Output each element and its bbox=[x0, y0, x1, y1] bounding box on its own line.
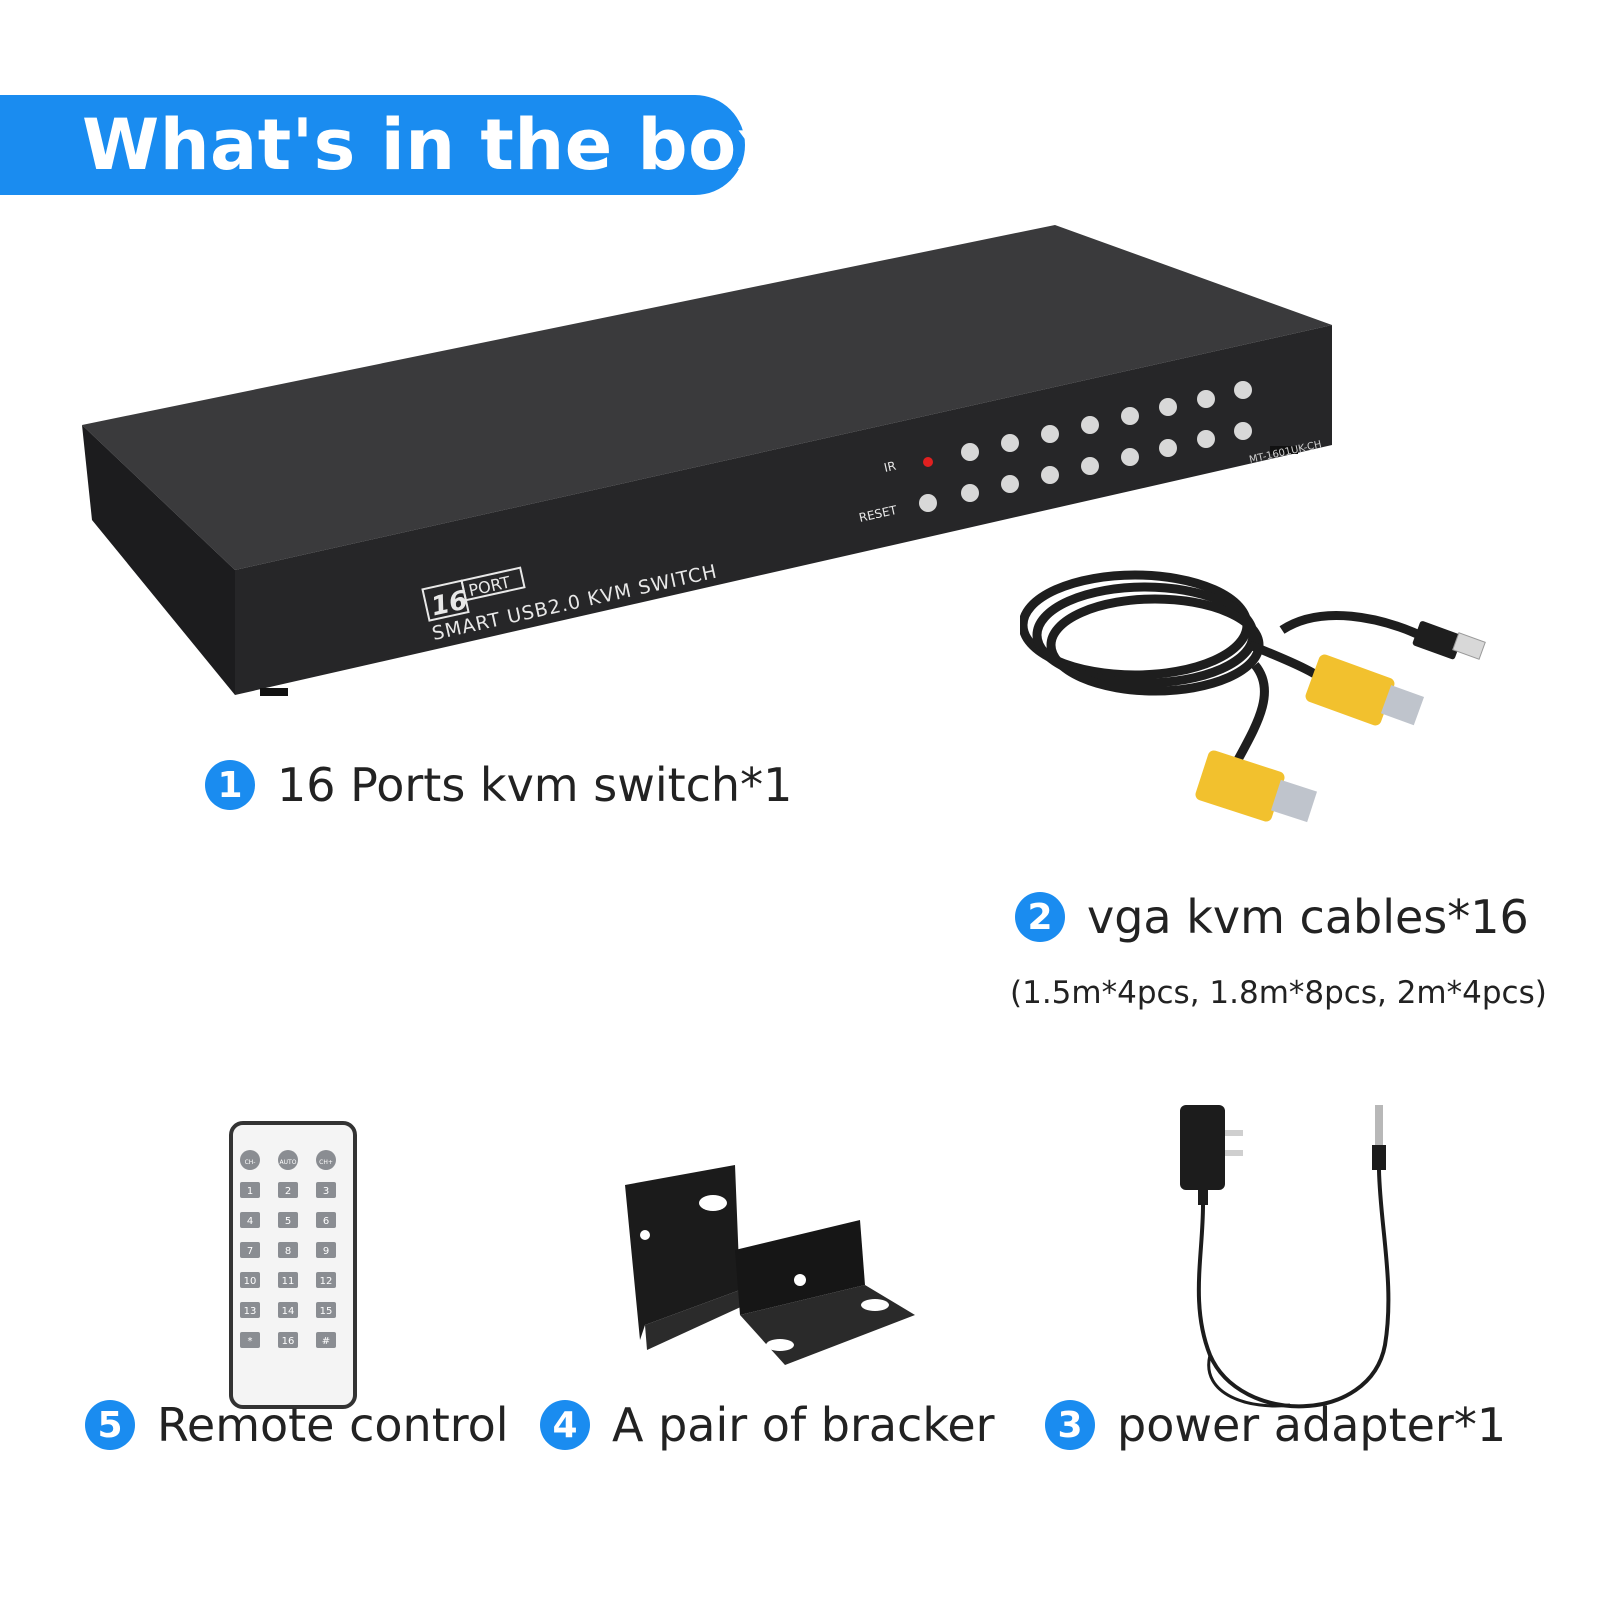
remote-key[interactable] bbox=[278, 1150, 298, 1170]
remote-key-label: 8 bbox=[285, 1246, 291, 1257]
remote-key-label: 5 bbox=[285, 1216, 291, 1227]
item-5-label: 5 Remote control bbox=[85, 1398, 509, 1452]
item-5-number: 5 bbox=[85, 1400, 135, 1450]
remote-key[interactable] bbox=[316, 1150, 336, 1170]
remote-key[interactable] bbox=[240, 1302, 260, 1318]
item-1-number: 1 bbox=[205, 760, 255, 810]
reset-button[interactable] bbox=[919, 494, 937, 512]
remote-key-label: AUTO bbox=[280, 1159, 297, 1166]
remote-key-label: 16 bbox=[282, 1336, 295, 1347]
item-2-number: 2 bbox=[1015, 892, 1065, 942]
remote-key[interactable] bbox=[240, 1182, 260, 1198]
remote-key[interactable] bbox=[240, 1150, 260, 1170]
remote-key[interactable] bbox=[316, 1272, 336, 1288]
ir-indicator bbox=[923, 457, 933, 467]
remote-key-label: 10 bbox=[244, 1276, 257, 1287]
remote-key-label: 13 bbox=[244, 1306, 257, 1317]
item-2-detail: (1.5m*4pcs, 1.8m*8pcs, 2m*4pcs) bbox=[1010, 975, 1547, 1011]
remote-key-label: 9 bbox=[323, 1246, 329, 1257]
remote-key-label: 4 bbox=[247, 1216, 253, 1227]
remote-key-label: 12 bbox=[320, 1276, 333, 1287]
port-buttons-bottom bbox=[961, 422, 1252, 502]
item-4-number: 4 bbox=[540, 1400, 590, 1450]
item-1-text: 16 Ports kvm switch*1 bbox=[277, 758, 793, 812]
item-3-text: power adapter*1 bbox=[1117, 1398, 1507, 1452]
remote-key[interactable] bbox=[240, 1212, 260, 1228]
remote-key[interactable] bbox=[240, 1332, 260, 1348]
item-2-text: vga kvm cables*16 bbox=[1087, 890, 1529, 944]
power-adapter-image bbox=[1180, 1105, 1391, 1409]
remote-key[interactable] bbox=[240, 1242, 260, 1258]
item-3-number: 3 bbox=[1045, 1400, 1095, 1450]
remote-key-label: 2 bbox=[285, 1186, 291, 1197]
item-4-text: A pair of bracker bbox=[612, 1398, 995, 1452]
remote-key-label: 15 bbox=[320, 1306, 333, 1317]
remote-key-label: 11 bbox=[282, 1276, 295, 1287]
remote-key[interactable] bbox=[278, 1272, 298, 1288]
remote-key[interactable] bbox=[316, 1212, 336, 1228]
remote-key-label: 1 bbox=[247, 1186, 253, 1197]
remote-key[interactable] bbox=[316, 1242, 336, 1258]
kvm-switch-image: 16 PORT SMART USB2.0 KVM SWITCH IR RESET… bbox=[82, 225, 1332, 696]
vga-cable-image bbox=[1020, 570, 1486, 823]
item-5-text: Remote control bbox=[157, 1398, 509, 1452]
item-2-label: 2 vga kvm cables*16 bbox=[1015, 890, 1529, 944]
item-1-label: 1 16 Ports kvm switch*1 bbox=[205, 758, 792, 812]
port-buttons-top bbox=[961, 381, 1252, 461]
rack-bracket-image bbox=[625, 1165, 915, 1365]
item-4-label: 4 A pair of bracker bbox=[540, 1398, 995, 1452]
remote-key-label: 3 bbox=[323, 1186, 329, 1197]
remote-key-label: 14 bbox=[282, 1306, 295, 1317]
page-title: What's in the box bbox=[82, 104, 783, 186]
kvm-ir-label: IR bbox=[883, 459, 898, 475]
item-3-label: 3 power adapter*1 bbox=[1045, 1398, 1506, 1452]
remote-key[interactable] bbox=[278, 1242, 298, 1258]
remote-key-label: # bbox=[322, 1336, 330, 1347]
remote-key-label: CH- bbox=[245, 1159, 256, 1166]
remote-key[interactable] bbox=[278, 1212, 298, 1228]
remote-key[interactable] bbox=[240, 1272, 260, 1288]
remote-key[interactable] bbox=[316, 1182, 336, 1198]
remote-key[interactable] bbox=[278, 1182, 298, 1198]
vga-connector-bottom bbox=[1195, 750, 1318, 823]
remote-key-label: 6 bbox=[323, 1216, 329, 1227]
remote-key-label: CH+ bbox=[319, 1159, 333, 1166]
vga-connector-top bbox=[1305, 654, 1425, 726]
header-banner: What's in the box bbox=[0, 95, 782, 195]
remote-key[interactable] bbox=[316, 1302, 336, 1318]
remote-key-label: * bbox=[248, 1336, 253, 1347]
remote-key[interactable] bbox=[278, 1332, 298, 1348]
remote-key[interactable] bbox=[316, 1332, 336, 1348]
remote-key[interactable] bbox=[278, 1302, 298, 1318]
remote-key-label: 7 bbox=[247, 1246, 253, 1257]
